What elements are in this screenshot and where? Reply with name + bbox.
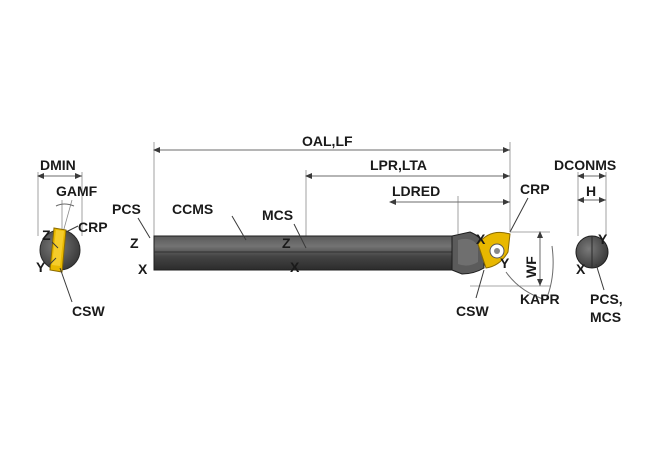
right-end-view: DCONMS H Y X PCS, MCS bbox=[554, 157, 623, 325]
pcs-mcs-label-line1: PCS, bbox=[590, 291, 623, 307]
ccms-label: CCMS bbox=[172, 201, 213, 217]
z-left-label: Z bbox=[42, 227, 51, 243]
y-head-label: Y bbox=[500, 255, 510, 271]
main-tool-view: OAL,LF LPR,LTA LDRED PCS Z X CCMS MCS Z … bbox=[112, 133, 560, 319]
x-end-label: X bbox=[576, 261, 586, 277]
dmin-label: DMIN bbox=[40, 157, 76, 173]
z-mid-label: Z bbox=[282, 235, 291, 251]
kapr-label: KAPR bbox=[520, 291, 560, 307]
csw-right-label: CSW bbox=[456, 303, 489, 319]
wf-label: WF bbox=[523, 256, 539, 278]
h-label: H bbox=[586, 183, 596, 199]
x-mid-label: X bbox=[290, 259, 300, 275]
kapr-arc bbox=[505, 245, 554, 301]
ldred-label: LDRED bbox=[392, 183, 440, 199]
lpr-lta-label: LPR,LTA bbox=[370, 157, 427, 173]
y-end-label: Y bbox=[598, 231, 608, 247]
x-head-label: X bbox=[476, 231, 486, 247]
left-detail-view: DMIN GAMF CRP Z Y CSW bbox=[36, 157, 108, 319]
z-main-label: Z bbox=[130, 235, 139, 251]
mcs-label: MCS bbox=[262, 207, 293, 223]
y-left-label: Y bbox=[36, 259, 46, 275]
dconms-label: DCONMS bbox=[554, 157, 616, 173]
gamf-label: GAMF bbox=[56, 183, 98, 199]
gamf-arc bbox=[55, 203, 75, 207]
csw-left-label: CSW bbox=[72, 303, 105, 319]
crp-left-label: CRP bbox=[78, 219, 108, 235]
oal-lf-label: OAL,LF bbox=[302, 133, 353, 149]
crp-right-label: CRP bbox=[520, 181, 550, 197]
x-main-label: X bbox=[138, 261, 148, 277]
pcs-label: PCS bbox=[112, 201, 141, 217]
pcs-mcs-label-line2: MCS bbox=[590, 309, 621, 325]
